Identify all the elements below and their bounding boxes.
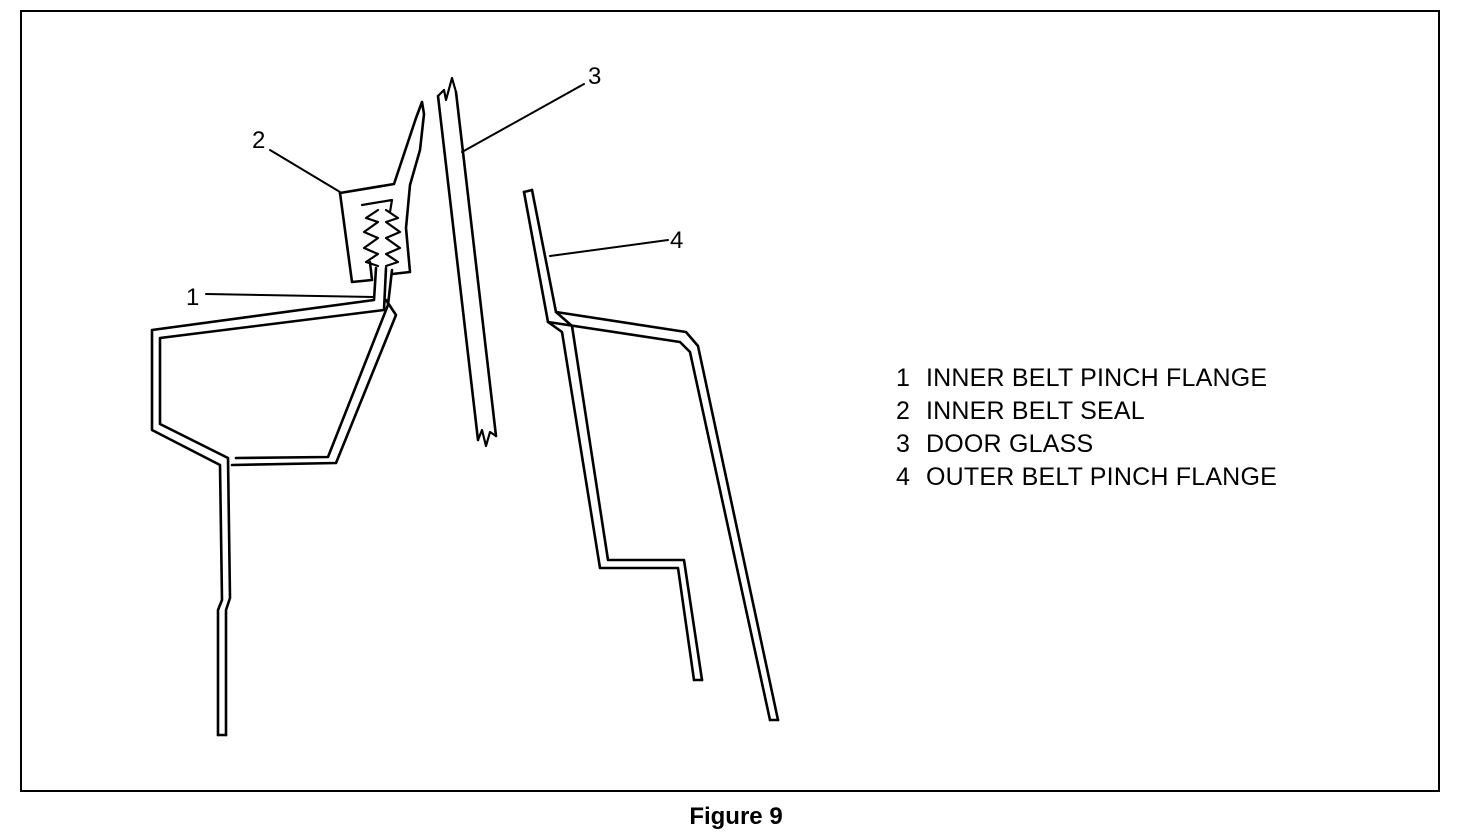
figure-caption: Figure 9 [689, 803, 783, 830]
leader-line-1 [205, 293, 375, 298]
door-glass [436, 76, 498, 448]
leader-line-3 [461, 83, 585, 153]
callout-1: 1 [186, 284, 199, 311]
figure-frame [20, 10, 1440, 792]
inner-belt-seal [338, 100, 426, 284]
legend-item: 1 INNER BELT PINCH FLANGE [896, 362, 1277, 395]
legend-label: OUTER BELT PINCH FLANGE [926, 463, 1277, 491]
outer-belt-pinch-flange [522, 188, 780, 722]
callout-4: 4 [670, 227, 683, 254]
legend-label: INNER BELT SEAL [926, 397, 1145, 425]
legend-item: 2 INNER BELT SEAL [896, 395, 1277, 428]
legend-label: INNER BELT PINCH FLANGE [926, 364, 1268, 392]
legend-item: 3 DOOR GLASS [896, 428, 1277, 461]
legend-number: 1 [896, 364, 911, 392]
callout-3: 3 [588, 63, 601, 90]
legend-label: DOOR GLASS [926, 430, 1094, 458]
leader-line-2 [269, 149, 341, 193]
legend-number: 2 [896, 397, 911, 425]
legend-item: 4 OUTER BELT PINCH FLANGE [896, 461, 1277, 494]
legend: 1 INNER BELT PINCH FLANGE 2 INNER BELT SEA… [896, 362, 1277, 494]
legend-number: 4 [896, 463, 911, 491]
inner-belt-pinch-flange [150, 266, 398, 737]
callout-2: 2 [252, 127, 265, 154]
leader-line-4 [549, 239, 669, 257]
legend-number: 3 [896, 430, 911, 458]
